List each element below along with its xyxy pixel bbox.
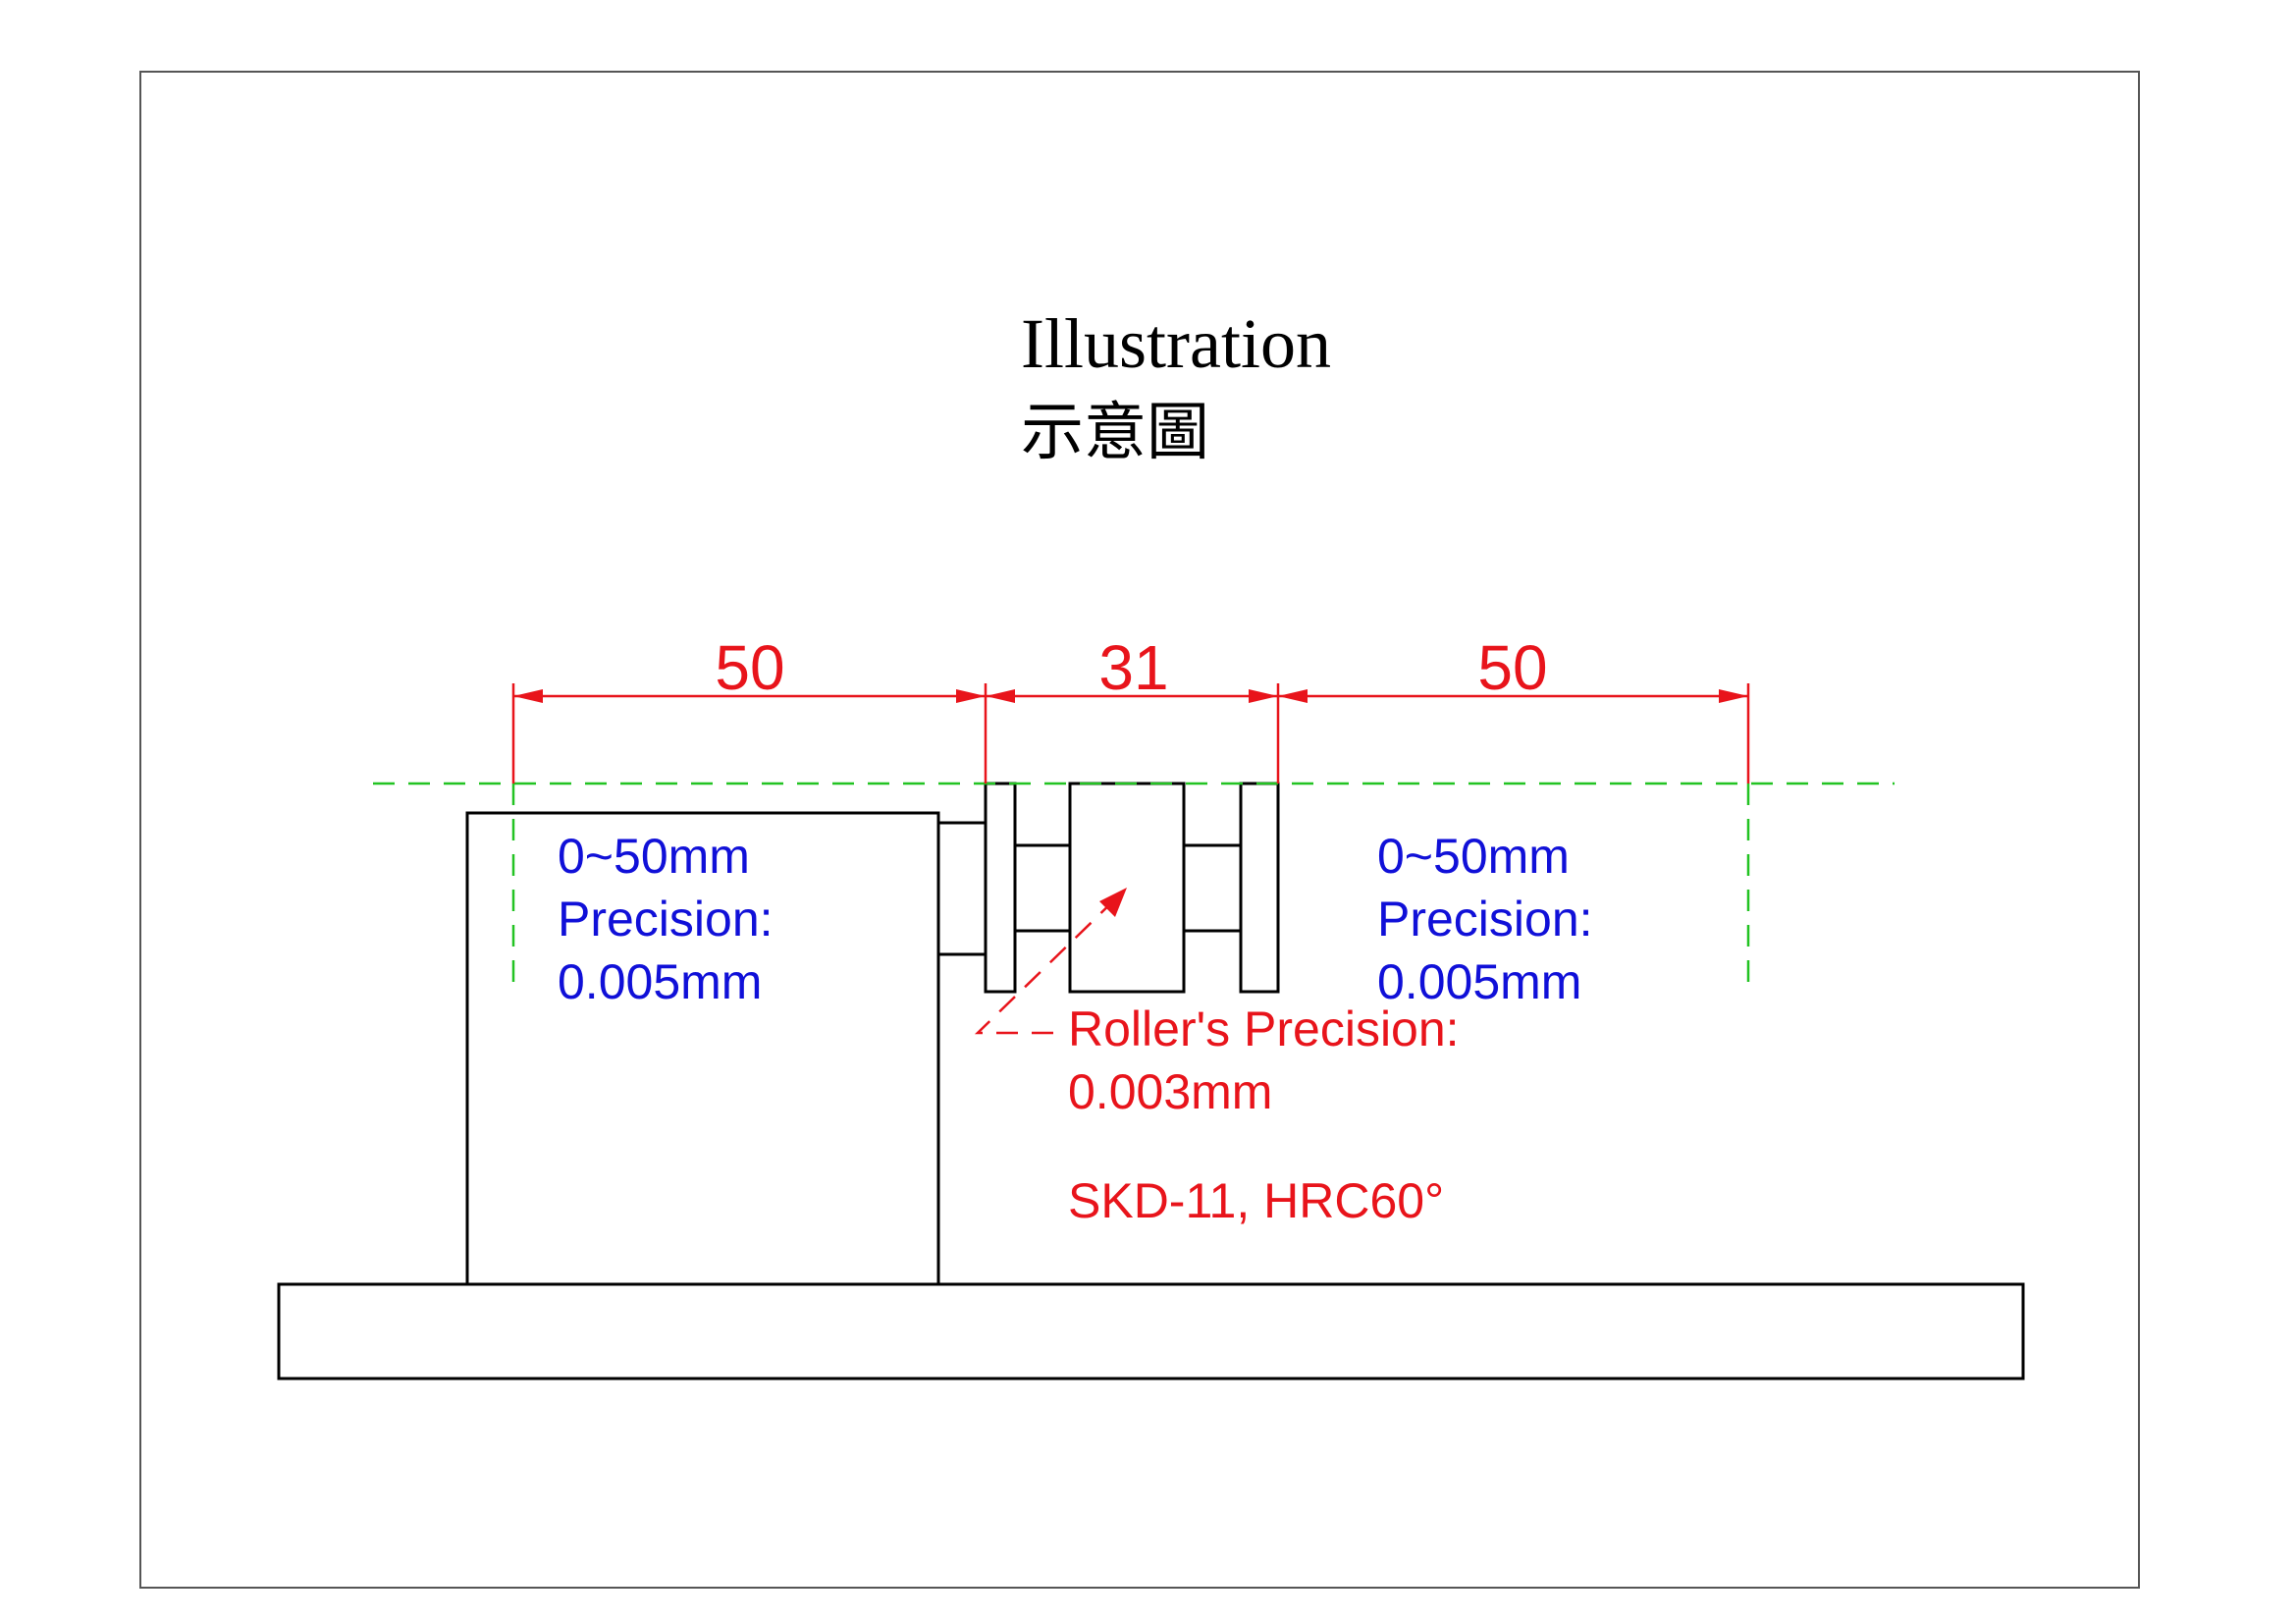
dim-value-right: 50: [1477, 632, 1547, 703]
right-range-text: 0~50mm: [1377, 829, 1570, 884]
title-english: Illustration: [1021, 304, 1331, 383]
right-precision-label: Precision:: [1377, 892, 1593, 947]
right-precision-value: 0.005mm: [1377, 954, 1581, 1009]
left-precision-label: Precision:: [558, 892, 774, 947]
roller-leader-line: [974, 896, 1118, 1035]
roller-material-text: SKD-11, HRC60°: [1068, 1173, 1444, 1228]
roller-leader-arrow: [1099, 888, 1127, 917]
dim-arrow-right-end: [1719, 689, 1748, 703]
dim-arrow-left-end: [956, 689, 986, 703]
left-precision-value: 0.005mm: [558, 954, 762, 1009]
title-chinese: 示意圖: [1021, 397, 1209, 469]
dim-arrow-right-start: [1278, 689, 1308, 703]
housing-block: [465, 811, 940, 1286]
base-plate: [277, 1282, 2025, 1380]
dim-value-middle: 31: [1098, 632, 1168, 703]
left-flange: [984, 782, 1017, 994]
drawing-frame: [139, 71, 2140, 1589]
dim-arrow-middle-start: [986, 689, 1015, 703]
dim-arrow-left-start: [513, 689, 543, 703]
dim-value-left: 50: [715, 632, 784, 703]
right-flange: [1239, 782, 1280, 994]
roller-precision-value: 0.003mm: [1068, 1064, 1272, 1119]
roller-precision-label: Roller's Precision:: [1068, 1001, 1460, 1056]
dim-arrow-middle-end: [1249, 689, 1278, 703]
left-range-text: 0~50mm: [558, 829, 750, 884]
